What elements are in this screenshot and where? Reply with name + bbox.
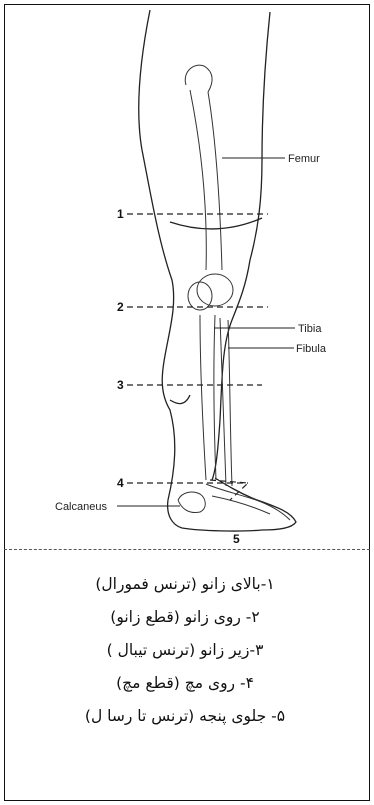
amputation-levels-legend: ١-بالای زانو (ترنس فمورال) ٢- روی زانو (… bbox=[10, 568, 360, 733]
femur-shaft bbox=[190, 90, 222, 270]
legend-item-5: ۵- جلوی پنجه (ترنس تا رسا ل) bbox=[10, 700, 360, 733]
level-4-number: 4 bbox=[117, 476, 124, 490]
thigh-front-outline bbox=[212, 12, 270, 480]
legend-item-1: ١-بالای زانو (ترنس فمورال) bbox=[10, 568, 360, 601]
legend-item-2: ٢- روی زانو (قطع زانو) bbox=[10, 601, 360, 634]
leg-outline bbox=[139, 10, 296, 531]
level-2-number: 2 bbox=[117, 300, 124, 314]
level-3-number: 3 bbox=[117, 378, 124, 392]
label-pointers bbox=[117, 158, 295, 506]
legend-item-3: ٣-زیر زانو (ترنس تیبال ) bbox=[10, 634, 360, 667]
leg-anatomy-diagram: Femur Tibia Fibula Calcaneus 1 2 3 4 5 bbox=[0, 0, 374, 560]
tibia-shaft bbox=[200, 315, 216, 480]
femur-head bbox=[185, 65, 212, 92]
legend-item-4: ۴- روی مچ (قطع مچ) bbox=[10, 667, 360, 700]
calcaneus-label: Calcaneus bbox=[55, 501, 107, 513]
femur-label: Femur bbox=[288, 153, 320, 165]
knee-crease bbox=[170, 218, 262, 229]
patella bbox=[188, 282, 212, 310]
bones bbox=[178, 65, 290, 520]
fibula-label: Fibula bbox=[296, 343, 327, 355]
calf-crease bbox=[170, 395, 190, 404]
amputation-level-lines bbox=[127, 214, 268, 500]
caption-divider bbox=[4, 549, 370, 550]
level-1-number: 1 bbox=[117, 207, 124, 221]
tibia-label: Tibia bbox=[298, 323, 322, 335]
thigh-back-outline bbox=[139, 10, 175, 500]
level-5-number: 5 bbox=[233, 532, 240, 546]
femoral-condyle bbox=[197, 274, 233, 306]
